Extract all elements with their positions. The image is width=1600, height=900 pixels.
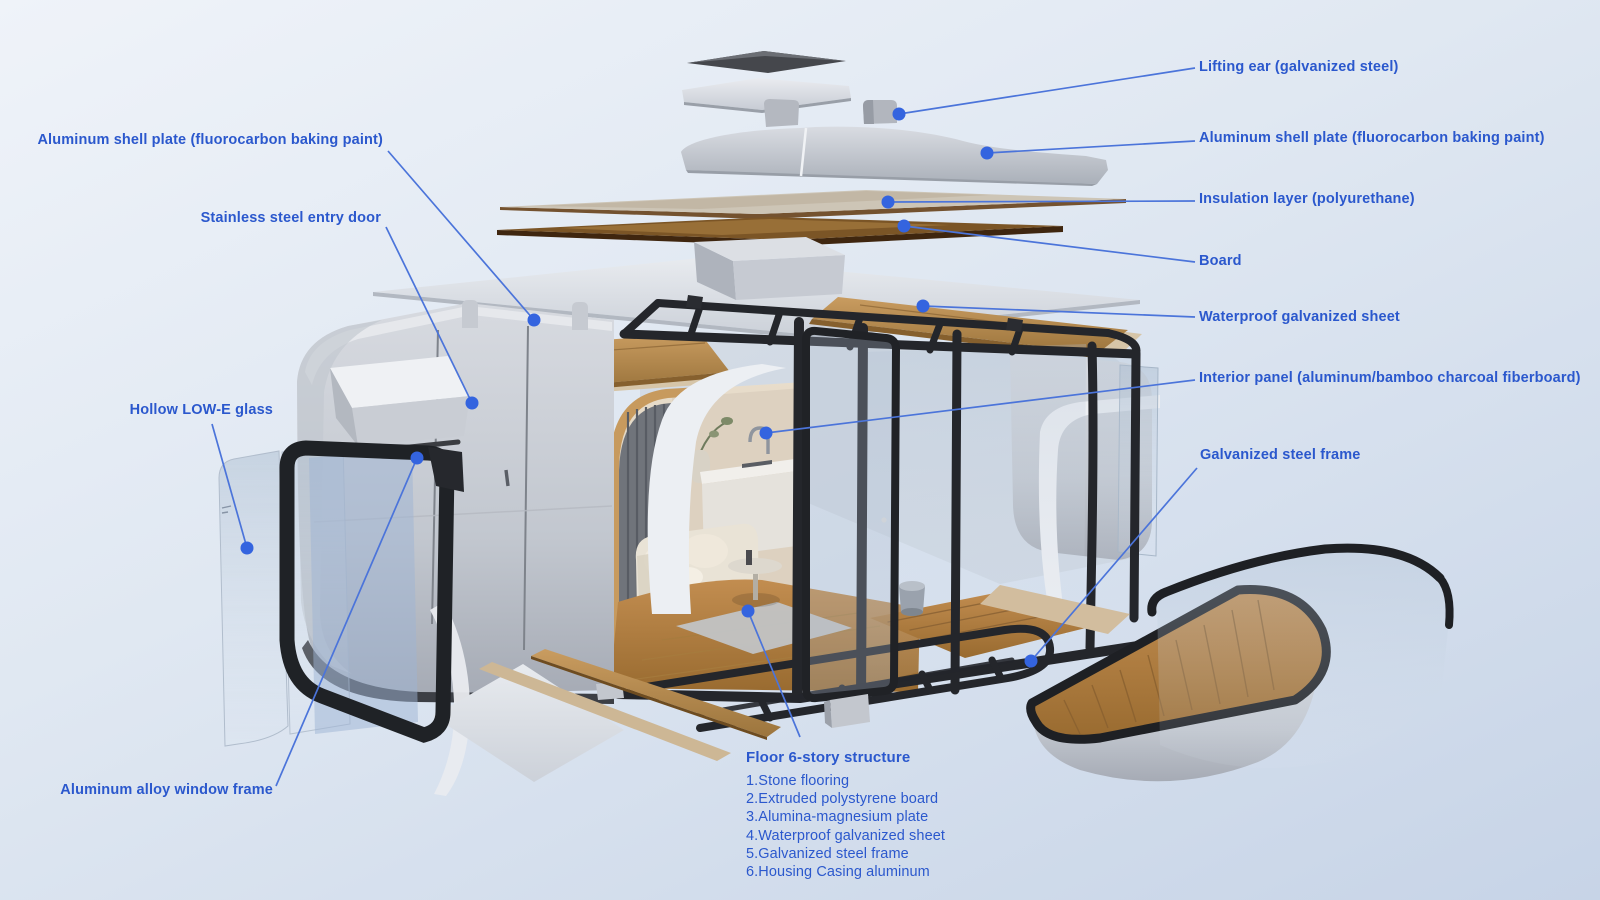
callout-label-shell-left: Aluminum shell plate (fluorocarbon bakin…	[37, 132, 383, 148]
dot-interior-panel	[759, 426, 773, 440]
lifting-ear-part	[863, 100, 897, 124]
underside-parts	[430, 585, 1130, 796]
floor-note-item: 4.Waterproof galvanized sheet	[746, 827, 946, 844]
callout-label-shell-right: Aluminum shell plate (fluorocarbon bakin…	[1199, 130, 1545, 146]
dot-shell-right	[980, 146, 994, 160]
floor-note-item: 2.Extruded polystyrene board	[746, 791, 939, 808]
callout-label-insulation: Insulation layer (polyurethane)	[1199, 191, 1415, 207]
awning-window	[330, 356, 470, 455]
bucket	[899, 581, 925, 616]
roof-slab	[682, 78, 851, 127]
dot-window-frame	[410, 451, 424, 465]
glass-wall-rail	[1147, 543, 1445, 617]
callout-label-board: Board	[1199, 253, 1242, 269]
callout-label-waterproof: Waterproof galvanized sheet	[1199, 309, 1400, 325]
aluminum-window-frame	[279, 440, 455, 743]
floor-note-item: 3.Alumina-magnesium plate	[746, 809, 929, 826]
entry-glass-door	[802, 326, 900, 703]
floor-note-item: 1.Stone flooring	[746, 773, 850, 789]
callout-label-interior-panel: Interior panel (aluminum/bamboo charcoal…	[1199, 370, 1581, 386]
roof-cap-plate	[687, 51, 846, 73]
door-swoosh-panel	[647, 364, 786, 614]
roof-shell-part	[681, 126, 1108, 186]
leader-insulation	[887, 200, 1196, 203]
floor-note-item: 5.Galvanized steel frame	[746, 845, 909, 862]
floor-structure-note: Floor 6-story structure 1.Stone flooring…	[746, 749, 945, 881]
coffee-table	[728, 550, 782, 607]
dot-shell-left	[527, 313, 541, 327]
callout-label-entry-door: Stainless steel entry door	[200, 210, 381, 226]
deck-assembly	[1026, 543, 1454, 782]
dot-entry-door	[465, 396, 479, 410]
callout-label-window-frame: Aluminum alloy window frame	[60, 782, 273, 798]
floor-note-item: 6.Housing Casing aluminum	[746, 864, 930, 881]
dot-steel-frame	[1024, 654, 1038, 668]
leader-shell-right	[986, 140, 1196, 154]
callout-label-lifting-ear: Lifting ear (galvanized steel)	[1199, 59, 1399, 75]
callout-leader-lines	[211, 67, 1198, 787]
dot-insulation	[881, 195, 895, 209]
leader-entry-door	[385, 226, 473, 404]
glass-logo-mark	[221, 505, 232, 514]
leader-shell-left	[387, 150, 535, 321]
curved-glass-wall	[1157, 545, 1451, 769]
dot-low-e-glass	[240, 541, 254, 555]
leader-interior-panel	[765, 379, 1196, 434]
dot-floor	[741, 604, 755, 618]
floor-note-title: Floor 6-story structure	[746, 749, 911, 766]
leader-low-e-glass	[211, 423, 248, 549]
leader-window-frame	[275, 457, 418, 787]
leader-waterproof	[922, 305, 1196, 318]
leader-floor	[747, 610, 801, 738]
callout-dots	[240, 107, 1038, 668]
leader-board	[903, 225, 1196, 263]
dot-board	[897, 219, 911, 233]
callout-label-low-e-glass: Hollow LOW-E glass	[129, 402, 273, 418]
dot-lifting-ear	[892, 107, 906, 121]
leader-steel-frame	[1030, 467, 1198, 662]
insulation-layer-part	[500, 190, 1126, 219]
dot-waterproof	[916, 299, 930, 313]
callout-label-steel-frame: Galvanized steel frame	[1200, 447, 1361, 463]
leader-lifting-ear	[898, 67, 1196, 115]
door-handle	[504, 469, 510, 487]
